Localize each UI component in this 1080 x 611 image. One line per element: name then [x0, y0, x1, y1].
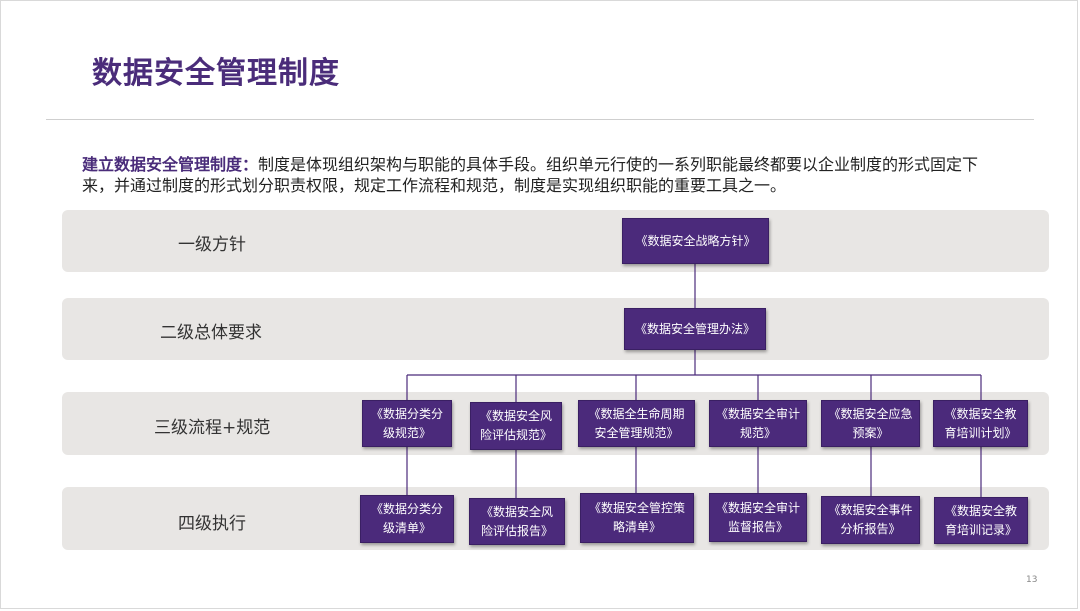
node-l4-risk-report: 《数据安全风险评估报告》 — [469, 498, 565, 545]
title-divider — [46, 119, 1034, 120]
node-l4-incident-report: 《数据安全事件分析报告》 — [821, 496, 920, 544]
level-label-4: 四级执行 — [178, 514, 246, 534]
node-l1-strategy: 《数据安全战略方针》 — [622, 218, 769, 264]
node-l4-control-strategy: 《数据安全管控策略清单》 — [580, 493, 694, 543]
node-l2-management: 《数据安全管理办法》 — [624, 308, 766, 350]
page-title: 数据安全管理制度 — [92, 56, 340, 91]
node-l3-classification: 《数据分类分级规范》 — [362, 400, 452, 447]
node-l4-audit-report: 《数据安全审计监督报告》 — [709, 493, 807, 542]
level-band-2: 二级总体要求 — [62, 298, 1049, 360]
node-l3-audit: 《数据安全审计规范》 — [709, 400, 807, 447]
node-l3-training-plan: 《数据安全教育培训计划》 — [933, 400, 1028, 447]
level-label-2: 二级总体要求 — [160, 323, 262, 343]
page-number: 13 — [1026, 575, 1038, 585]
node-l3-emergency: 《数据安全应急预案》 — [821, 400, 920, 447]
node-l3-risk-assessment: 《数据安全风险评估规范》 — [470, 402, 562, 450]
level-label-1: 一级方针 — [178, 235, 246, 255]
intro-paragraph: 建立数据安全管理制度：制度是体现组织架构与职能的具体手段。组织单元行使的一系列职… — [82, 154, 1002, 196]
node-l4-classification-list: 《数据分类分级清单》 — [360, 495, 454, 543]
node-l3-lifecycle: 《数据全生命周期安全管理规范》 — [578, 400, 695, 447]
level-band-1: 一级方针 — [62, 210, 1049, 272]
level-label-3: 三级流程+规范 — [154, 418, 271, 438]
intro-lead: 建立数据安全管理制度： — [82, 155, 259, 174]
intro-text: 制度是体现组织架构与职能的具体手段。组织单元行使的一系列职能最终都要以企业制度的… — [82, 155, 979, 195]
node-l4-training-record: 《数据安全教育培训记录》 — [934, 497, 1028, 544]
